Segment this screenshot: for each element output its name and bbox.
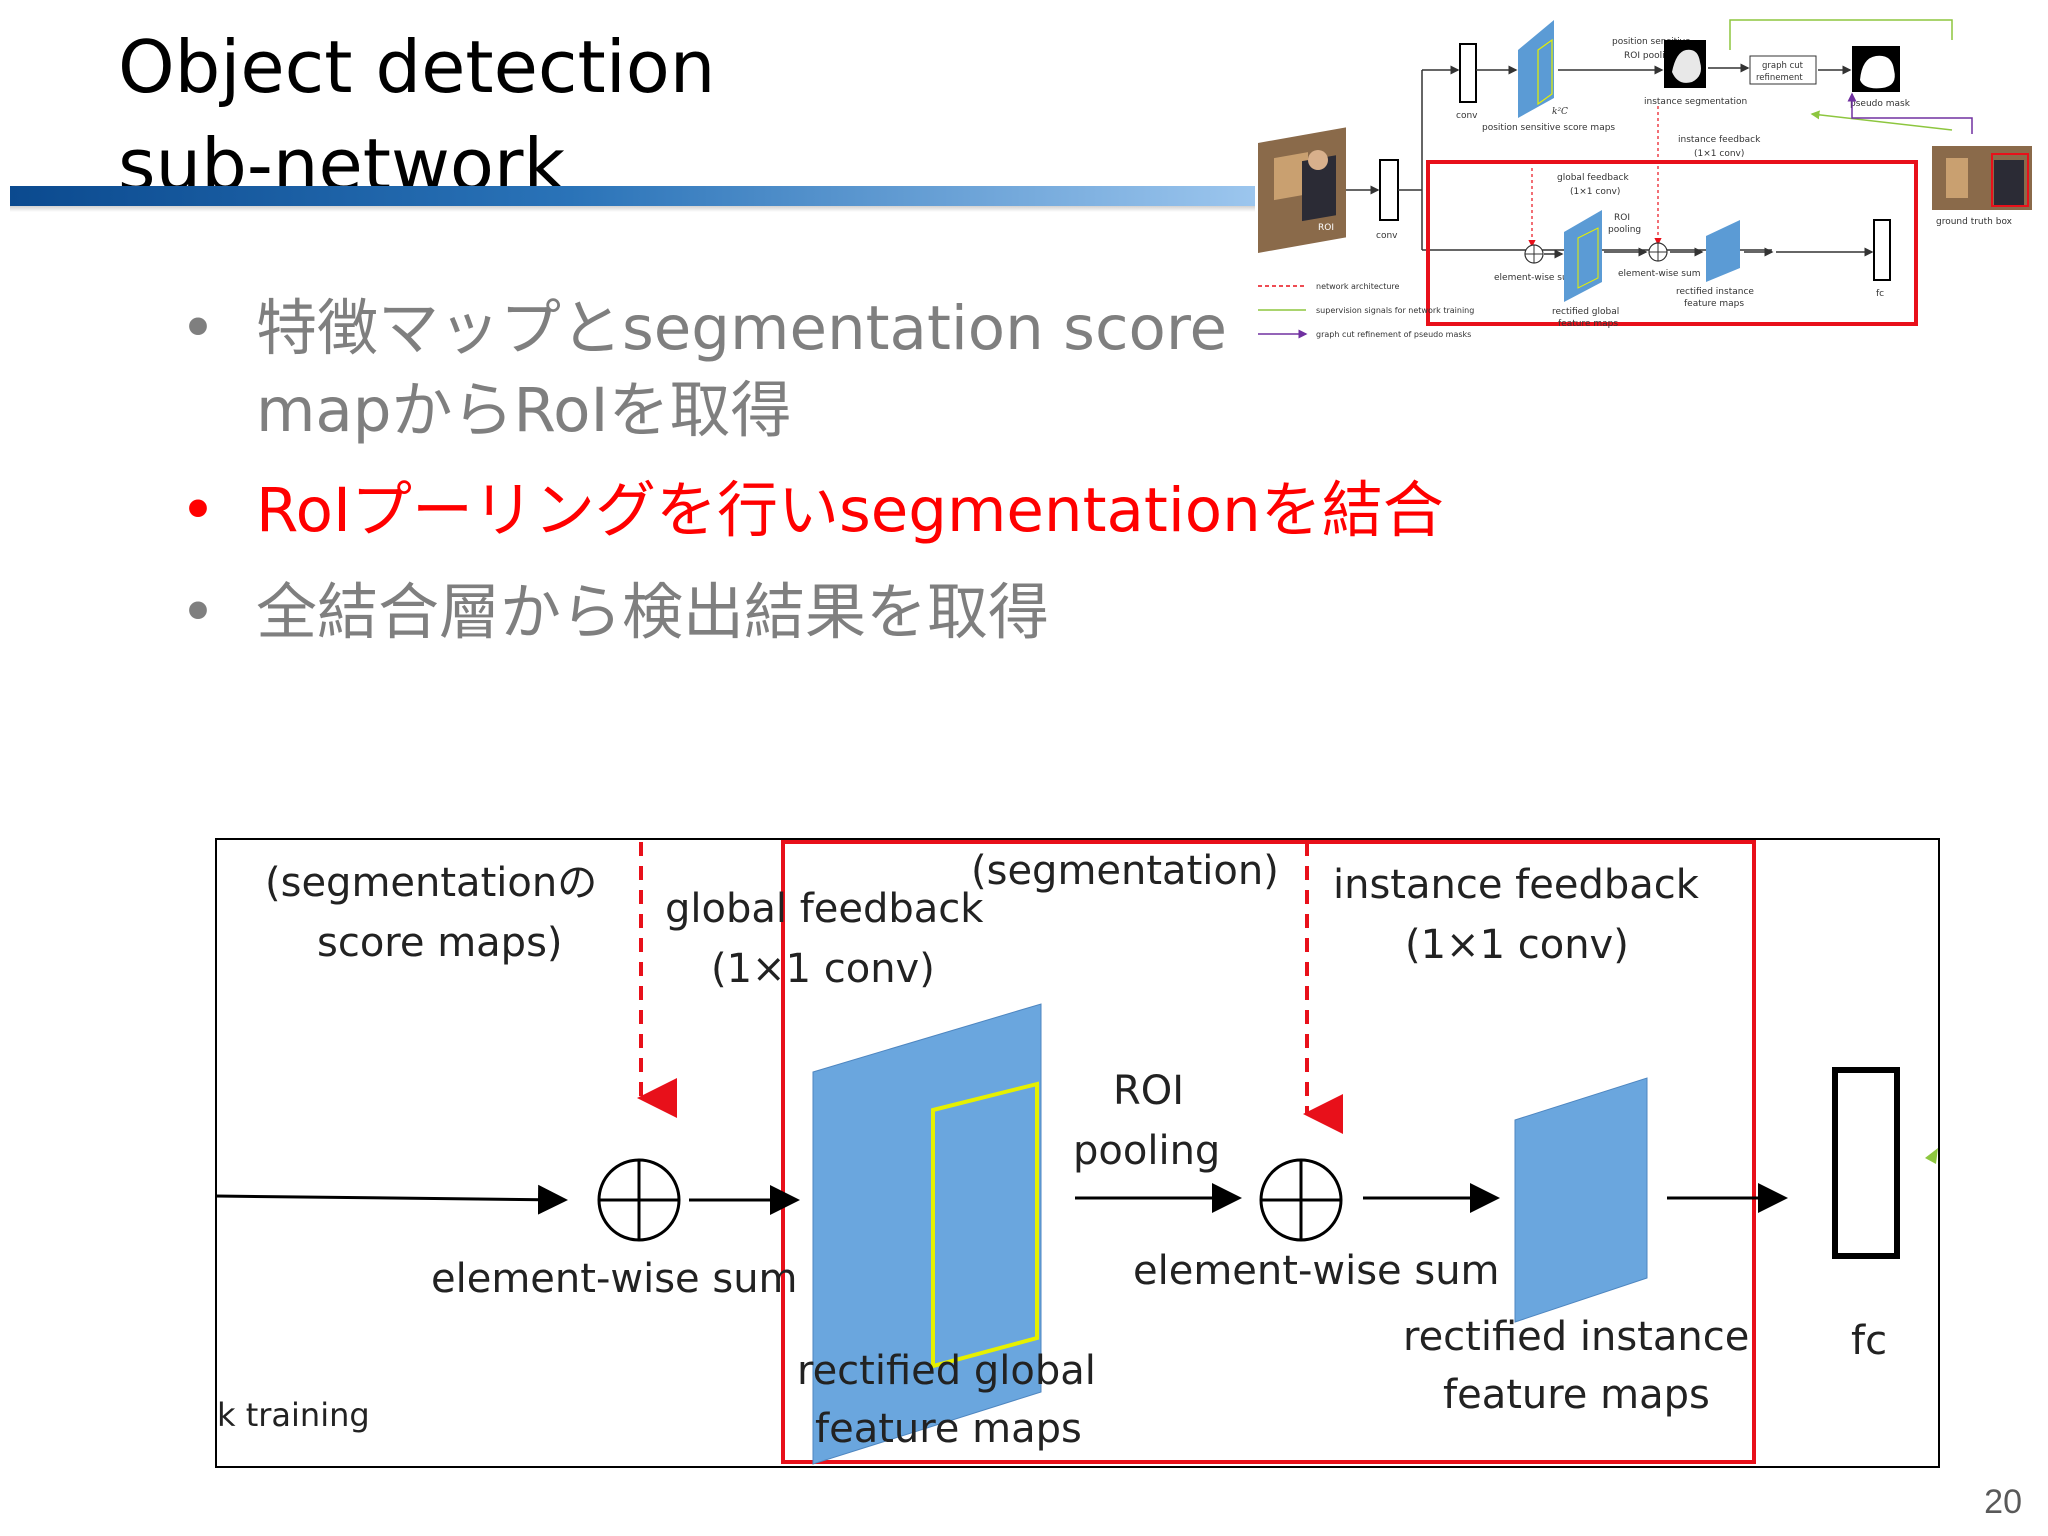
roi-pooling-label-1: ROI [1113,1068,1184,1114]
k-training-label: k training [217,1396,370,1434]
bullet-text: RoIプーリングを行いsegmentationを結合 [256,470,1556,552]
conv-top-label: conv [1456,111,1478,121]
rect-inst-label-2: feature maps [1684,299,1744,309]
ground-truth-box-label: ground truth box [1936,217,2013,227]
rectified-global-feature-maps [813,1004,1041,1464]
fc-block-thumb [1874,220,1890,280]
instance-feedback-label-2: (1×1 conv) [1694,149,1744,159]
rectified-instance-feature-maps [1515,1078,1647,1322]
rect-global-label-1: rectified global [1552,307,1619,317]
highlight-box-thumbnail [1428,162,1916,324]
rect-inst-label-1: rectified instance [1676,287,1754,297]
ps-score-maps-label: position sensitive score maps [1482,123,1615,133]
instance-feedback-label-1: instance feedback [1333,862,1700,908]
roi-pooling-label-2: pooling [1073,1128,1220,1174]
fc-label-thumb: fc [1876,289,1884,299]
legend-network: network architecture [1316,282,1400,291]
title-underline-shadow [10,206,1255,212]
fc-label: fc [1851,1318,1887,1364]
roi-pooling-label-2: pooling [1608,225,1641,235]
instance-feedback-label-2: (1×1 conv) [1405,922,1629,968]
rect-global-label-2: feature maps [815,1406,1082,1452]
input-photo [1258,127,1346,253]
title-line-1: Object detection [118,25,715,109]
architecture-thumbnail-diagram: ROI conv conv k²C position sensitive sco… [1252,10,2038,350]
ews-label-left: element-wise sum [431,1256,798,1302]
conv-mid-label: conv [1376,231,1398,241]
legend-supervision: supervision signals for network training [1316,306,1474,315]
bullet-text: 全結合層から検出結果を取得 [256,572,1256,654]
page-number: 20 [1984,1483,2022,1522]
ground-truth-photo [1932,146,2032,210]
global-feedback-label-2: (1×1 conv) [711,946,935,992]
input-arrow [215,1196,565,1200]
global-feedback-label-2: (1×1 conv) [1570,187,1620,197]
ews-label-right: element-wise sum [1133,1248,1500,1294]
rectified-instance-maps-thumb [1706,220,1740,282]
instance-segmentation-label: instance segmentation [1644,97,1747,107]
rect-inst-label-1: rectified instance [1403,1314,1749,1360]
pseudo-mask-label: pseudo mask [1850,99,1911,109]
position-sensitive-score-maps [1518,20,1554,118]
conv-block-mid [1380,160,1398,220]
global-feedback-label-1: global feedback [665,886,984,932]
slide-title: Object detection sub-network [118,18,715,214]
rect-global-label-2: feature maps [1558,319,1618,329]
k2c-label: k²C [1552,107,1568,117]
rect-inst-label-2: feature maps [1443,1372,1710,1418]
bullet-dot: • [180,572,220,654]
supervision-arrowhead [1925,1148,1938,1164]
ews-label-2: element-wise sum [1618,269,1700,279]
rect-global-label-1: rectified global [797,1348,1096,1394]
instance-feedback-label-1: instance feedback [1678,135,1761,145]
bullet-dot: • [180,288,220,370]
title-underline-bar [10,186,1255,206]
roi-label: ROI [1318,223,1334,233]
bullet-text: 特徴マップとsegmentation score mapからRoIを取得 [256,288,1256,452]
graph-cut-label-2: refinement [1756,73,1803,83]
enlarged-diagram: (segmentationの score maps) global feedba… [215,838,1940,1468]
graph-cut-label-1: graph cut [1762,61,1804,71]
bullet-dot: • [180,470,220,552]
global-feedback-label-1: global feedback [1557,173,1629,183]
seg-score-maps-label-1: (segmentationの [265,860,597,906]
seg-score-maps-label-2: score maps) [317,920,563,966]
fc-block [1835,1070,1897,1256]
segmentation-note-label: (segmentation) [971,848,1279,894]
legend-graphcut: graph cut refinement of pseudo masks [1316,330,1471,339]
roi-pooling-label-1: ROI [1614,213,1630,223]
rectified-global-maps-thumb [1564,210,1602,302]
conv-block-top [1460,44,1476,102]
